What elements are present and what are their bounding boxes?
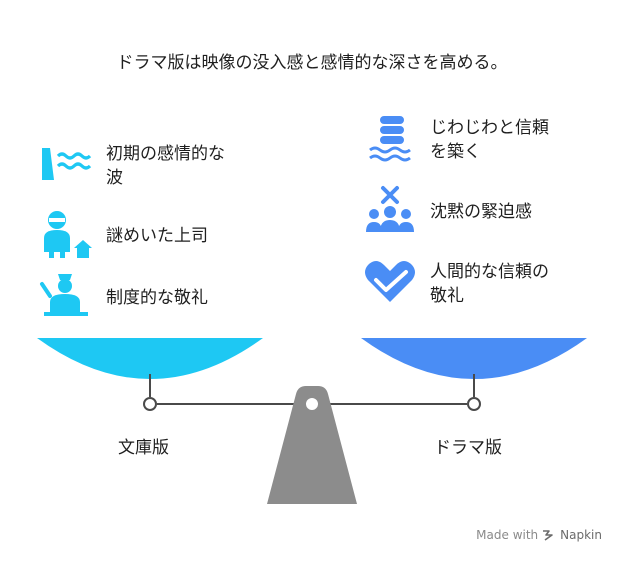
right-item-2-label: 沈黙の緊迫感 [430,202,532,222]
right-item-3-label: 人間的な信頼の敬礼 [430,262,549,306]
napkin-logo-icon [543,530,553,541]
right-pan [361,338,587,379]
left-item-1-label: 初期の感情的な波 [106,144,225,188]
right-pivot [467,397,481,411]
heart-check-icon [365,261,415,302]
fulcrum-pivot [304,396,320,412]
people-cross-icon [366,186,414,232]
boss-icon [44,211,92,258]
right-side-label: ドラマ版 [434,438,502,458]
left-side-label: 文庫版 [118,438,169,458]
left-pivot [143,397,157,411]
footer-made-with: Made with [476,528,539,542]
fulcrum [267,386,357,504]
wave-dam-icon [42,148,92,180]
left-pan [37,338,263,379]
footer: Made with Napkin [476,528,602,542]
diagram-title: ドラマ版は映像の没入感と感情的な深さを高める。 [116,53,508,73]
right-item-1-label: じわじわと信頼を築く [430,118,549,162]
footer-brand: Napkin [560,528,602,542]
stack-water-icon [369,116,411,162]
left-item-3-label: 制度的な敬礼 [106,288,208,308]
left-item-2-label: 謎めいた上司 [106,226,208,246]
salute-icon [40,274,88,316]
